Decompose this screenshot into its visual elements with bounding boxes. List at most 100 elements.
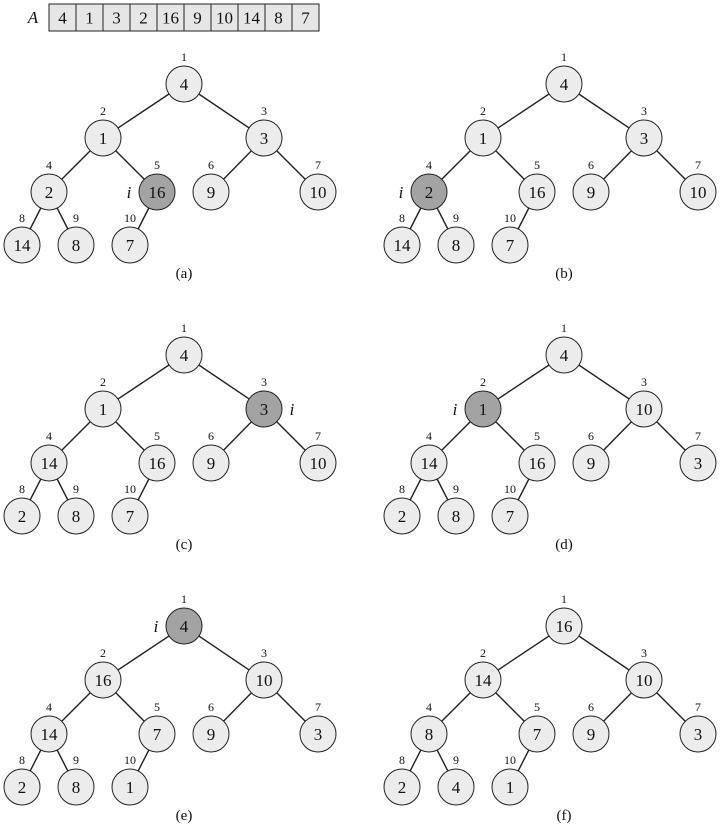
node-index: 2: [100, 104, 106, 118]
node-value: 10: [256, 671, 273, 690]
node-index: 9: [73, 482, 79, 496]
heap-node: [572, 715, 610, 753]
node-value: 7: [126, 236, 135, 255]
node-value: 8: [452, 236, 461, 255]
node-value: 4: [560, 346, 569, 365]
node-value: 14: [394, 236, 412, 255]
node-value: 8: [452, 507, 461, 526]
node-index: 9: [73, 753, 79, 767]
node-index: 5: [534, 158, 540, 172]
heap-node: [491, 768, 529, 806]
heap-node: [3, 768, 41, 806]
panel-caption: (c): [176, 537, 193, 553]
node-index: 5: [154, 429, 160, 443]
heap-node: [437, 497, 475, 535]
node-value: 8: [72, 507, 81, 526]
heap-node: [299, 173, 337, 211]
node-index: 7: [695, 429, 701, 443]
heap-node: [192, 173, 230, 211]
node-index: 1: [181, 321, 187, 335]
node-index: 5: [154, 700, 160, 714]
node-value: 7: [506, 236, 515, 255]
node-index: 8: [19, 211, 25, 225]
pointer-i-label: i: [290, 400, 295, 419]
node-index: 3: [641, 104, 647, 118]
node-value: 2: [18, 507, 27, 526]
node-index: 3: [641, 375, 647, 389]
panel-caption: (a): [176, 266, 193, 282]
node-value: 2: [398, 507, 407, 526]
panel-caption: (d): [555, 537, 573, 553]
heap-node: [410, 715, 448, 753]
node-index: 7: [315, 429, 321, 443]
heap-node: [165, 65, 203, 103]
node-index: 9: [453, 211, 459, 225]
heap-node: [192, 444, 230, 482]
node-index: 4: [46, 158, 52, 172]
node-value: 14: [475, 671, 493, 690]
node-value: 7: [533, 725, 542, 744]
heap-node: [245, 661, 283, 699]
node-index: 9: [453, 482, 459, 496]
node-value: 2: [45, 183, 54, 202]
heap-node: [625, 119, 663, 157]
node-value: 16: [95, 671, 112, 690]
node-index: 6: [208, 158, 214, 172]
heap-node: [491, 226, 529, 264]
node-value: 9: [587, 725, 596, 744]
heap-node: [545, 336, 583, 374]
node-value: 3: [260, 400, 269, 419]
array-cell: [156, 3, 185, 32]
array-cell-value: 3: [112, 9, 121, 28]
array-cell-value: 1: [85, 9, 94, 28]
node-index: 10: [124, 211, 136, 225]
node-index: 6: [208, 700, 214, 714]
array-cell: [264, 3, 293, 32]
node-value: 2: [18, 778, 27, 797]
node-value: 7: [126, 507, 135, 526]
node-value: 14: [41, 454, 59, 473]
heap-node: [245, 119, 283, 157]
array-cell: [48, 3, 77, 32]
heap-node: [437, 768, 475, 806]
pointer-i-label: i: [127, 183, 132, 202]
array-cell-value: 9: [193, 9, 202, 28]
node-index: 8: [19, 753, 25, 767]
node-index: 10: [504, 482, 516, 496]
node-index: 4: [46, 700, 52, 714]
node-index: 7: [315, 158, 321, 172]
heap-node: [111, 768, 149, 806]
heap-node: [572, 444, 610, 482]
heap-node: [84, 119, 122, 157]
node-value: 2: [398, 778, 407, 797]
node-value: 9: [207, 183, 216, 202]
node-index: 6: [588, 158, 594, 172]
heap-node: [679, 173, 717, 211]
node-index: 8: [399, 753, 405, 767]
node-index: 1: [181, 50, 187, 64]
array-cell-value: 14: [243, 9, 261, 28]
node-value: 1: [126, 778, 135, 797]
node-value: 16: [556, 617, 573, 636]
array-cell-value: 10: [216, 9, 233, 28]
highlighted-node: [165, 607, 203, 645]
heap-node: [625, 390, 663, 428]
node-index: 1: [561, 321, 567, 335]
heap-node: [518, 715, 556, 753]
node-index: 3: [641, 646, 647, 660]
node-value: 3: [314, 725, 323, 744]
node-index: 3: [261, 646, 267, 660]
heap-node: [464, 119, 502, 157]
node-index: 6: [208, 429, 214, 443]
node-index: 10: [504, 211, 516, 225]
heap-node: [57, 497, 95, 535]
node-value: 10: [310, 183, 327, 202]
heap-node: [625, 661, 663, 699]
heap-node: [165, 336, 203, 374]
node-index: 6: [588, 700, 594, 714]
